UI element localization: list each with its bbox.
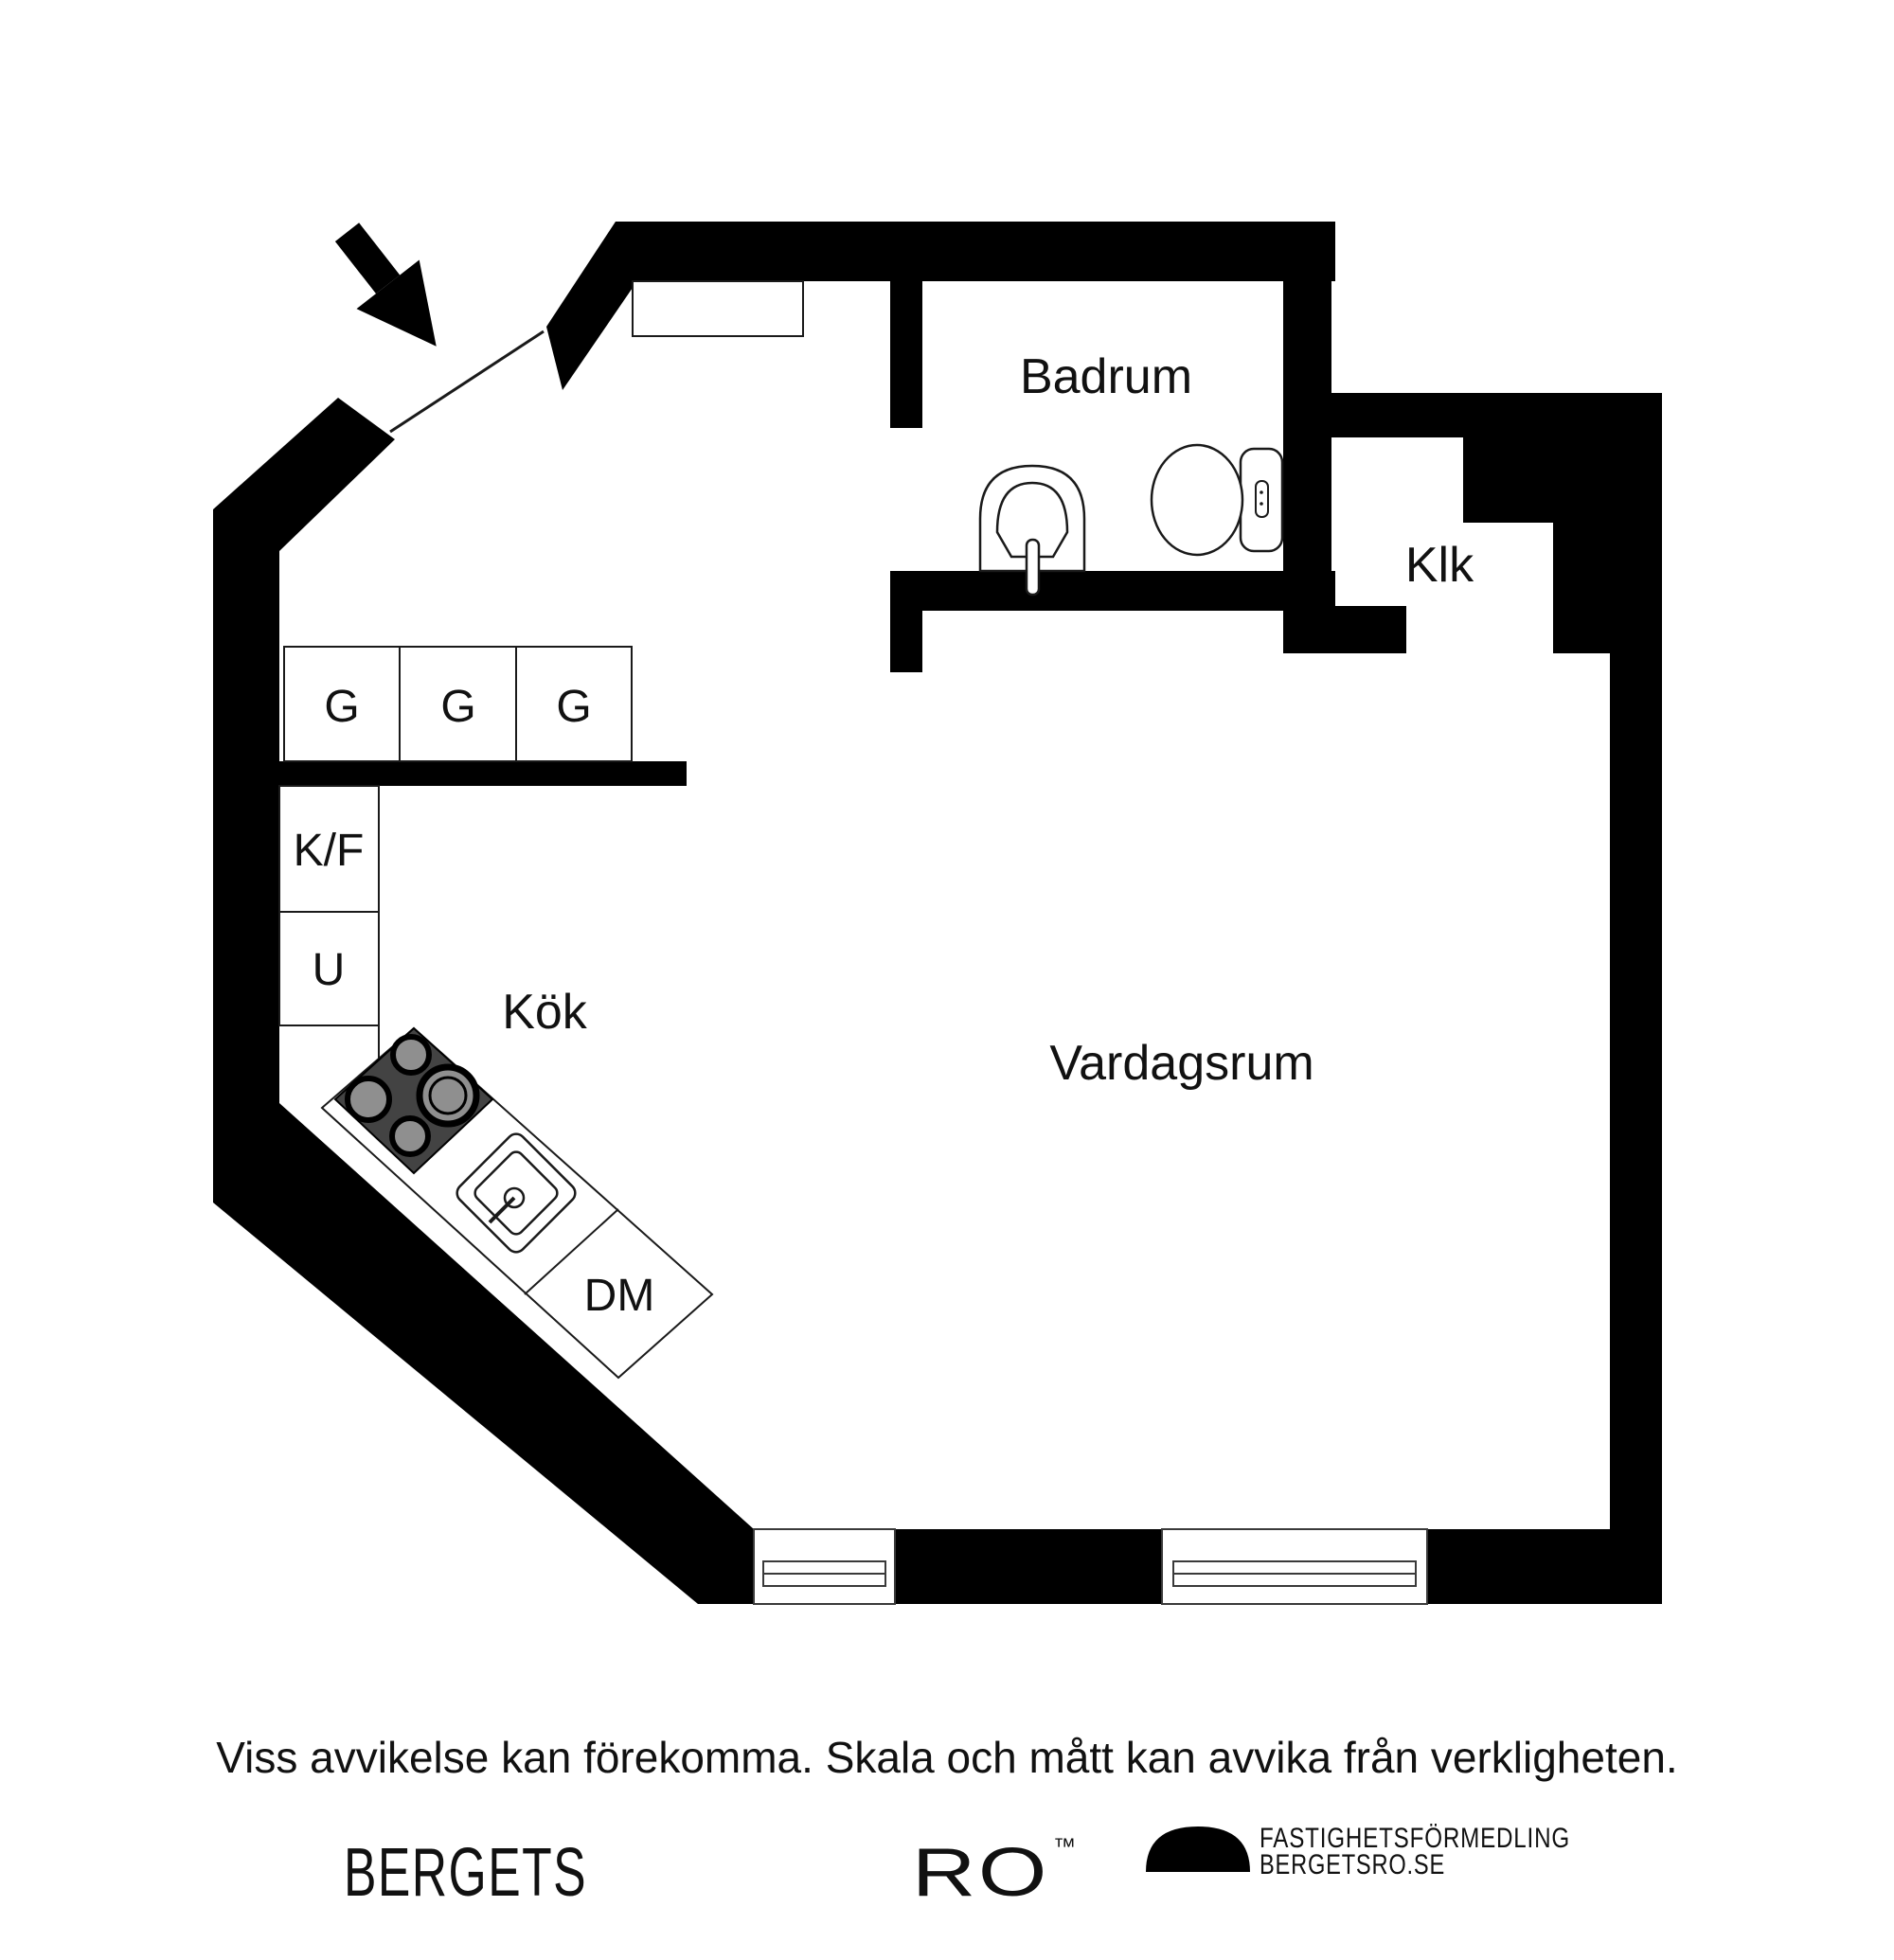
kitchen-cabinets: [278, 646, 633, 1084]
wall-badrum-left-upper: [890, 281, 922, 428]
wall-diagonal-kitchen: [213, 1103, 754, 1604]
wall-right-lower: [1610, 653, 1662, 1604]
wall-badrum-bottom: [890, 571, 1335, 611]
cabinet-label-u: U: [313, 945, 346, 995]
washbasin-bowl: [995, 481, 1069, 559]
toilet-button-dot-1: [1260, 490, 1263, 494]
wall-entrance-upper-diagonal: [546, 222, 636, 390]
burner-bottom: [389, 1115, 431, 1157]
wall-top: [620, 222, 1335, 281]
cabinet-label-kf: K/F: [294, 826, 365, 876]
cabinet-kf: [278, 785, 380, 913]
burner-top: [390, 1034, 432, 1076]
burner-left: [345, 1076, 392, 1123]
room-label-kok: Kök: [502, 985, 588, 1040]
wall-klk-top-band: [1283, 393, 1662, 437]
counter-dm-divider: [524, 1208, 619, 1295]
entrance-door-leaf-line: [389, 330, 545, 434]
burner-large-inner-ring: [428, 1076, 468, 1115]
entrance-arrow-icon: [334, 223, 437, 347]
wordmark-bergets: BERGETS: [344, 1835, 587, 1911]
toilet-icon: [1150, 443, 1284, 557]
disclaimer-text: Viss avvikelse kan förekomma. Skala och …: [216, 1733, 1677, 1782]
wall-kitchen-counter-partition: [279, 761, 687, 786]
wall-klk-corner-block: [1463, 437, 1553, 523]
wall-left: [213, 509, 279, 1103]
wall-klk-bottom: [1283, 606, 1406, 653]
cabinet-label-g1: G: [324, 682, 359, 732]
logo-dome-icon: [1146, 1826, 1250, 1872]
wordmark-ro: RO: [912, 1835, 1049, 1911]
washbasin-icon: [978, 464, 1086, 597]
window-2-icon: [1161, 1528, 1428, 1605]
walls: [213, 222, 1662, 1604]
wall-badrum-door-stub: [890, 571, 922, 672]
room-label-badrum: Badrum: [1020, 349, 1192, 404]
wall-bottom-segment-1: [895, 1529, 1162, 1604]
toilet-flush-button: [1255, 480, 1269, 518]
trademark-symbol: ™: [1053, 1834, 1076, 1860]
cabinet-row-g: [283, 646, 633, 762]
room-label-klk: Klk: [1405, 538, 1474, 593]
agency-line-2: BERGETSRO.SE: [1260, 1849, 1445, 1880]
washbasin-tap: [1025, 538, 1041, 597]
room-label-vardagsrum: Vardagsrum: [1049, 1036, 1313, 1091]
stove-icon: [333, 1026, 494, 1175]
hall-closet: [632, 280, 804, 337]
cabinet-label-g3: G: [556, 682, 591, 732]
cabinet-u: [278, 911, 380, 1026]
toilet-button-dot-2: [1260, 502, 1263, 506]
burner-large: [416, 1063, 480, 1128]
agency-line-1: FASTIGHETSFÖRMEDLING: [1260, 1823, 1570, 1854]
window-1-icon: [753, 1528, 896, 1605]
toilet-bowl: [1150, 443, 1244, 557]
cabinet-label-dm: DM: [584, 1271, 655, 1321]
wall-right-upper-thick: [1553, 437, 1662, 653]
sink-faucet-stem: [488, 1196, 516, 1224]
cabinet-label-g2: G: [440, 682, 475, 732]
kitchen-sink-icon: [456, 1132, 577, 1254]
